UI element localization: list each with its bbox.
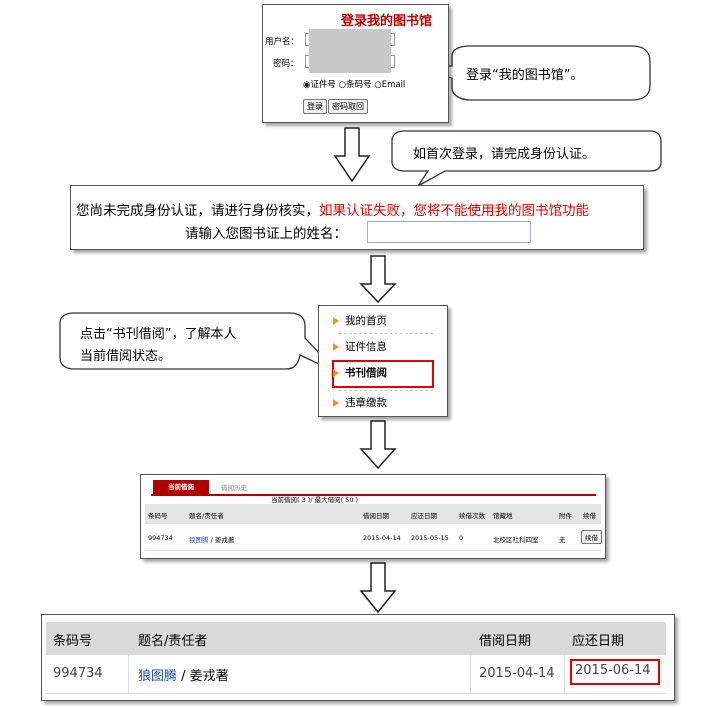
col-header-renew-count: 续借次数 xyxy=(459,512,485,520)
row-title-link[interactable]: 狼图腾 xyxy=(189,536,209,544)
row-title: 狼图腾 / 姜戎著 xyxy=(189,534,234,544)
username-label: 用户名： xyxy=(265,37,300,47)
small-borrow-panel: 当前借阅 借阅历史 当前借阅( 3 )/ 最大借阅( 50 ) 条码号 题名/责… xyxy=(140,474,606,559)
callout-login-shape xyxy=(397,45,651,101)
login-button[interactable]: 登录 xyxy=(303,99,327,114)
menu-panel: 我的首页 证件信息 书刊借阅 违章缴款 xyxy=(318,305,448,417)
verify-line-1: 您尚未完成身份认证，请进行身份核实，如果认证失败，您将不能使用我的图书馆功能 xyxy=(76,199,589,219)
callout-menu-shape xyxy=(59,312,339,374)
column-divider xyxy=(470,655,471,693)
menu-divider xyxy=(339,333,433,334)
table-row xyxy=(46,655,666,694)
big-borrow-panel: 条码号 题名/责任者 借阅日期 应还日期 994734 狼图腾 / 姜戎著 20… xyxy=(41,614,675,701)
menu-arrow-icon xyxy=(333,343,339,351)
col-header-renew: 续借 xyxy=(583,512,596,520)
col-header-due-date: 应还日期 xyxy=(572,634,625,649)
login-type-radios: ◉证件号 ○条码号 ○Email xyxy=(303,78,405,90)
col-header-borrow-date: 借阅日期 xyxy=(479,634,532,649)
callout-first-login-shape xyxy=(391,130,662,187)
radio-id-number[interactable]: ◉ xyxy=(303,80,311,90)
row-barcode: 994734 xyxy=(53,666,103,681)
radio-email-label: Email xyxy=(381,80,406,90)
borrow-summary: 当前借阅( 3 )/ 最大借阅( 50 ) xyxy=(271,496,359,504)
table-row xyxy=(145,524,601,551)
menu-arrow-icon xyxy=(333,399,339,407)
tab-bar xyxy=(151,480,596,496)
row-barcode: 994734 xyxy=(148,534,173,542)
redacted-block xyxy=(309,29,391,73)
row-borrow-date: 2015-04-14 xyxy=(479,666,555,681)
row-title-link[interactable]: 狼图腾 xyxy=(138,669,178,684)
column-divider xyxy=(128,655,129,693)
row-title: 狼图腾 / 姜戎著 xyxy=(138,665,229,684)
down-arrow-2 xyxy=(359,255,397,304)
menu-arrow-icon xyxy=(333,369,339,377)
col-header-barcode: 条码号 xyxy=(148,512,168,520)
menu-item-card-info[interactable]: 证件信息 xyxy=(345,341,387,353)
verify-panel: 您尚未完成身份认证，请进行身份核实，如果认证失败，您将不能使用我的图书馆功能 请… xyxy=(70,185,644,250)
big-table-header xyxy=(46,622,666,655)
menu-arrow-icon xyxy=(333,317,339,325)
menu-divider xyxy=(339,390,433,391)
col-header-title: 题名/责任者 xyxy=(189,512,224,520)
callout-first-login-text: 如首次登录，请完成身份认证。 xyxy=(413,147,596,162)
down-arrow-3 xyxy=(359,420,397,470)
column-divider xyxy=(564,655,565,693)
due-date-highlight-box xyxy=(570,659,660,685)
col-header-due-date: 应还日期 xyxy=(411,512,437,520)
password-label: 密码： xyxy=(273,59,299,69)
down-arrow-1 xyxy=(333,127,371,183)
row-due-date: 2015-06-14 xyxy=(575,663,651,678)
row-borrow-date: 2015-04-14 xyxy=(363,534,401,542)
verify-notice: 您尚未完成身份认证，请进行身份核实， xyxy=(76,203,319,219)
row-author: / 姜戎著 xyxy=(208,536,235,544)
radio-barcode[interactable]: ○ xyxy=(338,80,347,90)
row-due-date: 2015-05-15 xyxy=(411,534,449,542)
verify-name-label: 请输入您图书证上的姓名： xyxy=(185,226,347,242)
col-header-borrow-date: 借阅日期 xyxy=(363,512,389,520)
retrieve-password-button[interactable]: 密码取回 xyxy=(328,99,368,114)
menu-item-home[interactable]: 我的首页 xyxy=(345,315,387,327)
tab-current-borrow[interactable]: 当前借阅 xyxy=(153,480,209,496)
menu-item-fines[interactable]: 违章缴款 xyxy=(345,397,387,409)
callout-menu-line-2: 当前借阅状态。 xyxy=(80,349,172,364)
row-attachment: 无 xyxy=(559,536,566,544)
col-header-attachment: 附件 xyxy=(559,512,572,520)
radio-id-number-label: 证件号 xyxy=(310,80,336,90)
radio-barcode-label: 条码号 xyxy=(346,80,372,90)
col-header-location: 馆藏地 xyxy=(493,512,513,520)
tab-borrow-history[interactable]: 借阅历史 xyxy=(221,484,247,492)
row-renew-count: 0 xyxy=(459,534,464,542)
row-author: / 姜戎著 xyxy=(177,669,229,684)
row-location: 北校区社科四室 xyxy=(493,536,539,544)
verify-warning: 如果认证失败，您将不能使用我的图书馆功能 xyxy=(319,203,589,219)
callout-menu-line-1: 点击“书刊借阅”，了解本人 xyxy=(80,327,237,342)
down-arrow-4 xyxy=(359,562,397,614)
small-table-header xyxy=(145,504,601,524)
login-panel: 登录我的图书馆 用户名： 密码： ◉证件号 ○条码号 ○Email 登录 密码取… xyxy=(262,4,449,123)
renew-button[interactable]: 续借 xyxy=(581,530,602,544)
col-header-barcode: 条码号 xyxy=(53,634,93,649)
tab-current-borrow-label: 当前借阅 xyxy=(168,483,194,491)
radio-email[interactable]: ○ xyxy=(374,80,382,90)
callout-login-text: 登录“我的图书馆”。 xyxy=(466,68,584,83)
col-header-title: 题名/责任者 xyxy=(138,634,208,649)
verify-name-input[interactable] xyxy=(367,221,531,243)
menu-item-borrowing[interactable]: 书刊借阅 xyxy=(345,367,387,379)
login-title: 登录我的图书馆 xyxy=(341,14,433,29)
